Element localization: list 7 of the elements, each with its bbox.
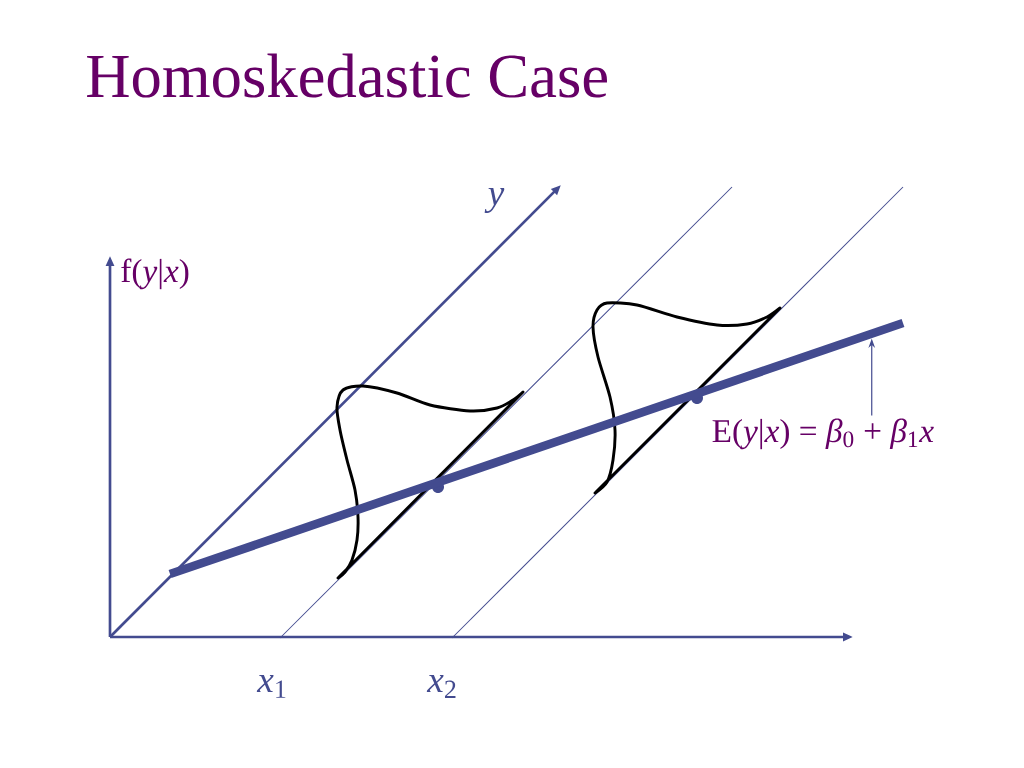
axis-label: x$_{1}$ <box>256 674 286 698</box>
formula-label: E(y|x) = β$_{0}$ + β$_{1}$x <box>712 418 934 450</box>
title: Homoskedastic Case <box>87 53 607 98</box>
regression-line <box>168 318 905 579</box>
axis-label: y <box>484 187 505 214</box>
axis-label: f(y|x) <box>121 258 189 290</box>
axis-label: x$_{2}$ <box>426 674 456 698</box>
